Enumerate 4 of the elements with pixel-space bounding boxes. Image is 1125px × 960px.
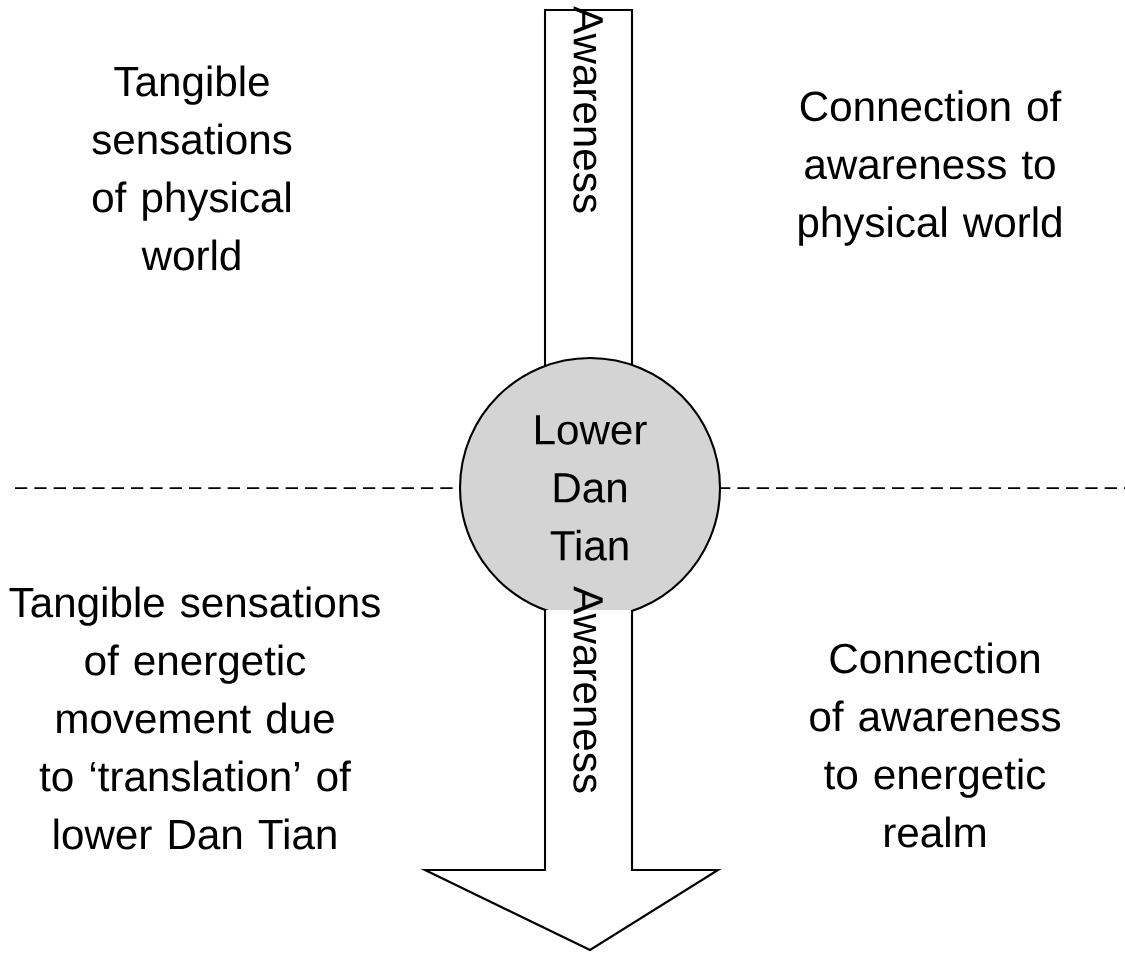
quadrant-label: Tangible sensations of physical world <box>92 65 292 271</box>
quadrant-label: Tangible sensations of energetic movement due to ‘translation’ of lower Dan Tian <box>9 586 380 850</box>
quadrant-label: Connection of awareness to energetic realm <box>810 642 1061 848</box>
quadrant-label: Connection of awareness to physical world <box>799 90 1062 246</box>
